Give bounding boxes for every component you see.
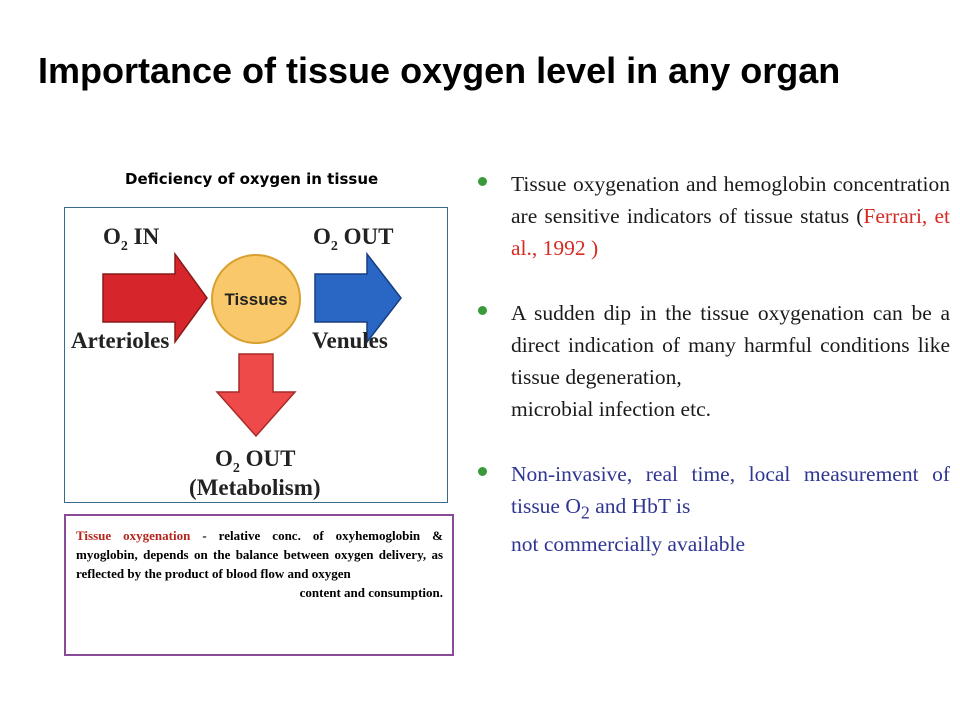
note-body: - relative conc. of oxyhemoglobin & myog… xyxy=(76,528,443,581)
venules-arrow xyxy=(314,251,402,345)
bullet-item: A sudden dip in the tissue oxygenation c… xyxy=(478,297,950,425)
note-last-line: content and consumption. xyxy=(299,585,443,600)
bullet-1-text: Tissue oxygenation and hemoglobin concen… xyxy=(511,172,950,228)
bullet-1-citation: Ferrari, et al., 1992 ) xyxy=(511,204,950,260)
bullet-dot-icon xyxy=(478,306,487,315)
diagram-caption: Deficiency of oxygen in tissue xyxy=(125,170,379,188)
o2-out-label: O2 OUT xyxy=(313,224,393,254)
oxygen-diagram-figure: O2 IN O2 OUT Tissues Arterioles Venules … xyxy=(71,224,402,500)
o2-in-label: O2 IN xyxy=(103,224,160,254)
slide-title: Importance of tissue oxygen level in any… xyxy=(38,50,841,91)
bullet-item: Tissue oxygenation and hemoglobin concen… xyxy=(478,168,950,264)
arterioles-arrow xyxy=(102,251,208,345)
arterioles-label: Arterioles xyxy=(71,328,169,353)
bullet-dot-icon xyxy=(478,177,487,186)
o2-out-metabolism-label: O2 OUT xyxy=(215,446,295,476)
bullet-2-last-line: microbial infection etc. xyxy=(511,397,711,421)
bullet-list: Tissue oxygenation and hemoglobin concen… xyxy=(478,168,950,560)
bullet-3-last-line: not commercially available xyxy=(511,532,746,557)
note-lead: Tissue oxygenation xyxy=(76,528,191,543)
tissues-label: Tissues xyxy=(224,290,287,309)
bullet-item: Non-invasive, real time, local measureme… xyxy=(478,458,950,560)
metabolism-label: (Metabolism) xyxy=(189,475,321,500)
oxygen-diagram: O2 IN O2 OUT Tissues Arterioles Venules … xyxy=(64,207,448,503)
venules-label: Venules xyxy=(312,328,388,353)
tissue-oxygenation-note: Tissue oxygenation - relative conc. of o… xyxy=(64,514,454,656)
tissues-circle xyxy=(211,254,301,344)
bullet-3-rest: and HbT is xyxy=(589,494,691,518)
metabolism-arrow xyxy=(215,353,297,438)
bullet-dot-icon xyxy=(478,467,487,476)
bullet-2-text: A sudden dip in the tissue oxygenation c… xyxy=(511,301,950,389)
bullet-3-text: Non-invasive, real time, local measureme… xyxy=(511,462,950,518)
bullet-3-subscript: 2 xyxy=(580,502,590,523)
